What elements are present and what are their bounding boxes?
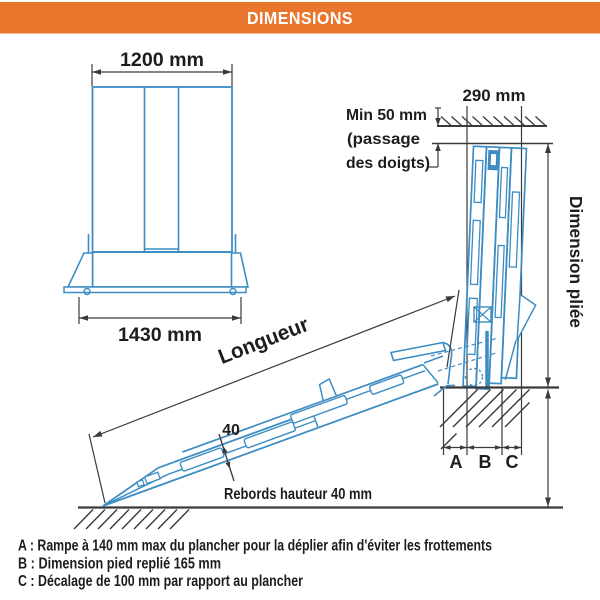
- front-base-width-label: 1430 mm: [118, 325, 202, 346]
- legend-text-b: Dimension pied replié 165 mm: [38, 556, 221, 573]
- legend-line-b: B : Dimension pied replié 165 mm: [18, 556, 221, 573]
- page-title: DIMENSIONS: [247, 8, 353, 28]
- finger-gap-line2: (passage: [347, 131, 420, 148]
- legend-separator: :: [26, 538, 37, 555]
- mark-a-label: A: [450, 452, 463, 472]
- ramp-clamp-bracket: [389, 341, 455, 397]
- legend-line-c: C : Décalage de 100 mm par rapport au pl…: [18, 573, 303, 590]
- edge-height-note: Rebords hauteur 40 mm: [224, 486, 372, 503]
- pivot-mechanism: [430, 306, 499, 387]
- legend-line-a: A : Rampe à 140 mm max du plancher pour …: [18, 538, 492, 555]
- ground-hatching: [73, 509, 190, 530]
- folded-height-dimension: Dimension pliée: [545, 144, 586, 507]
- side-view-drawing: 290 mm Min 50 mm (passage des doigts): [346, 86, 586, 507]
- legend: A : Rampe à 140 mm max du plancher pour …: [18, 538, 492, 591]
- edge-height-dimension: 40: [218, 422, 240, 482]
- side-depth-label: 290 mm: [463, 86, 526, 105]
- abc-dimensions: A B C: [442, 388, 522, 472]
- deployed-ramp-drawing: Longueur 40 Rebords hauteur 40 mm: [88, 289, 460, 507]
- legend-key-c: C: [18, 573, 27, 590]
- ground: [73, 506, 563, 530]
- header-background: [0, 2, 600, 34]
- edge-height-value: 40: [222, 422, 240, 439]
- legend-separator: :: [27, 556, 38, 573]
- mark-b-label: B: [479, 452, 492, 472]
- mark-c-label: C: [506, 452, 519, 472]
- header-bar: DIMENSIONS: [0, 2, 600, 34]
- folded-height-label: Dimension pliée: [566, 196, 586, 328]
- length-label: Longueur: [215, 313, 312, 369]
- finger-gap-callout: Min 50 mm (passage des doigts): [346, 107, 441, 172]
- front-top-width-label: 1200 mm: [120, 50, 204, 71]
- legend-key-a: A: [18, 538, 27, 555]
- legend-key-b: B: [18, 556, 27, 573]
- legend-text-a: Rampe à 140 mm max du plancher pour la d…: [37, 538, 492, 555]
- ramp-rails: [102, 363, 439, 507]
- platform-hatching: [439, 389, 530, 450]
- legend-separator: :: [27, 573, 38, 590]
- finger-gap-line1: Min 50 mm: [346, 107, 427, 124]
- folded-ramp-stack: [462, 145, 537, 391]
- front-view-drawing: 1200 mm 1430 mm: [63, 50, 249, 346]
- finger-gap-line3: des doigts): [346, 155, 430, 172]
- legend-text-c: Décalage de 100 mm par rapport au planch…: [38, 573, 303, 590]
- ceiling-hatching: [440, 116, 546, 126]
